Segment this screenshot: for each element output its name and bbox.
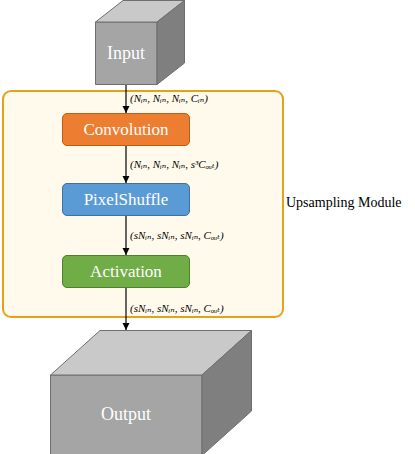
- cube-front-face: [96, 22, 158, 85]
- tensor-shape-label: (Nᵢₙ, Nᵢₙ, Nᵢₙ, Cᵢₙ): [130, 92, 208, 105]
- module-container: Upsampling ModuleConvolutionPixelShuffle…: [2, 90, 284, 318]
- tensor-shape-label: (sNᵢₙ, sNᵢₙ, sNᵢₙ, Cₒᵤₜ): [130, 302, 224, 315]
- tensor-shape-label: (sNᵢₙ, sNᵢₙ, sNᵢₙ, Cₒᵤₜ): [130, 229, 224, 242]
- pixelshuffle-box: PixelShuffle: [62, 183, 190, 216]
- tensor-shape-label: (Nᵢₙ, Nᵢₙ, Nᵢₙ, s³Cₒᵤₜ): [130, 158, 218, 171]
- cube-side-face: [157, 1, 185, 85]
- flow-arrow: [125, 216, 126, 255]
- flow-arrow: [125, 85, 126, 113]
- module-title: Upsampling Module: [286, 194, 402, 212]
- process-label: Activation: [90, 262, 162, 282]
- cube-shape: [50, 330, 252, 454]
- output-cube: Output: [50, 330, 252, 454]
- cube-side-face: [202, 331, 252, 454]
- cube-shape: [95, 0, 185, 85]
- cube-label: Input: [95, 22, 157, 85]
- process-label: PixelShuffle: [84, 190, 169, 210]
- flow-arrow: [125, 146, 126, 183]
- input-cube: Input: [95, 0, 185, 85]
- process-label: Convolution: [83, 120, 168, 140]
- convolution-box: Convolution: [62, 113, 190, 146]
- cube-label: Output: [50, 375, 202, 454]
- activation-box: Activation: [62, 255, 190, 288]
- cube-front-face: [51, 375, 203, 454]
- flow-arrow: [125, 288, 126, 330]
